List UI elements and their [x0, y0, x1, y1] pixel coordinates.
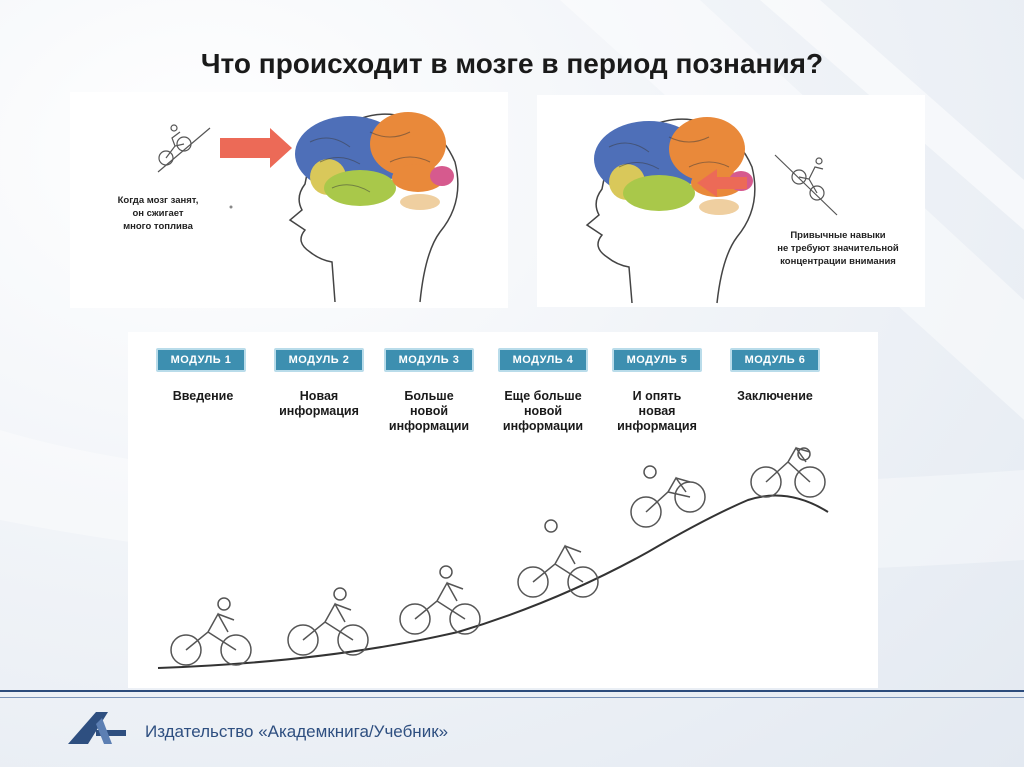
module-label-4: Еще больше новой информации	[484, 389, 602, 434]
caption-line: Когда мозг занят,	[117, 195, 199, 206]
slide-title: Что происходит в мозге в период познания…	[200, 48, 824, 79]
cyclist-icon	[750, 446, 826, 498]
habitual-skills-illustration	[585, 117, 838, 304]
caption-line: не требуют значительной	[777, 243, 899, 254]
caption-line: он сжигает	[132, 208, 184, 219]
arrow-icon	[220, 128, 292, 168]
cyclist-icon	[287, 587, 369, 656]
module-label-line: Новая	[299, 389, 339, 403]
module-label-6: Заключение	[716, 389, 834, 404]
busy-brain-panel: Когда мозг занят, он сжигает много топли…	[70, 92, 508, 308]
brain-icon	[295, 112, 454, 210]
cyclist-icon	[157, 124, 211, 173]
learning-curve	[157, 494, 829, 669]
module-label-line: новой	[409, 404, 449, 418]
module-label-line: информация	[279, 404, 359, 418]
module-label-1: Введение	[144, 389, 262, 404]
habitual-skills-panel: Привычные навыки не требуют значительной…	[537, 95, 925, 307]
cyclist-icon	[517, 519, 599, 598]
module-badge-1: МОДУЛЬ 1	[156, 348, 246, 372]
publisher-name: Издательство «Академкнига/Учебник»	[145, 722, 449, 741]
module-label-line: Заключение	[737, 389, 813, 403]
habitual-skills-caption: Привычные навыки не требуют значительной…	[750, 229, 926, 268]
cyclist-icon	[170, 597, 252, 666]
caption-line: много топлива	[123, 221, 193, 232]
module-badge-3: МОДУЛЬ 3	[384, 348, 474, 372]
module-label-line: Еще больше	[504, 389, 582, 403]
modules-panel: МОДУЛЬ 1 МОДУЛЬ 2 МОДУЛЬ 3 МОДУЛЬ 4 МОДУ…	[128, 332, 878, 688]
module-label-2: Новая информация	[260, 389, 378, 419]
module-label-line: Больше	[404, 389, 454, 403]
cyclist-icon	[774, 154, 838, 216]
busy-brain-illustration	[157, 112, 459, 303]
brain-icon	[594, 117, 753, 215]
arrow-icon	[697, 169, 747, 197]
footer-divider	[0, 690, 1024, 692]
module-label-5: И опять новая информация	[598, 389, 716, 434]
module-label-line: новой	[523, 404, 563, 418]
module-label-line: информация	[617, 419, 697, 433]
cyclist-icon	[630, 465, 706, 528]
module-label-line: информации	[502, 419, 584, 433]
module-label-line: новая	[638, 404, 676, 418]
learning-curve-illustration	[157, 446, 829, 669]
module-label-line: Введение	[172, 389, 234, 403]
module-badge-6: МОДУЛЬ 6	[730, 348, 820, 372]
module-label-line: информации	[388, 419, 470, 433]
footer-divider-thin	[0, 697, 1024, 698]
cyclist-icon	[399, 565, 481, 635]
module-label-3: Больше новой информации	[370, 389, 488, 434]
busy-brain-caption: Когда мозг занят, он сжигает много топли…	[98, 194, 218, 233]
module-badge-2: МОДУЛЬ 2	[274, 348, 364, 372]
caption-line: концентрации внимания	[780, 256, 896, 267]
module-badge-4: МОДУЛЬ 4	[498, 348, 588, 372]
caption-line: Привычные навыки	[790, 230, 886, 241]
publisher-logo-icon	[68, 712, 126, 744]
module-label-line: И опять	[632, 389, 682, 403]
module-badge-5: МОДУЛЬ 5	[612, 348, 702, 372]
